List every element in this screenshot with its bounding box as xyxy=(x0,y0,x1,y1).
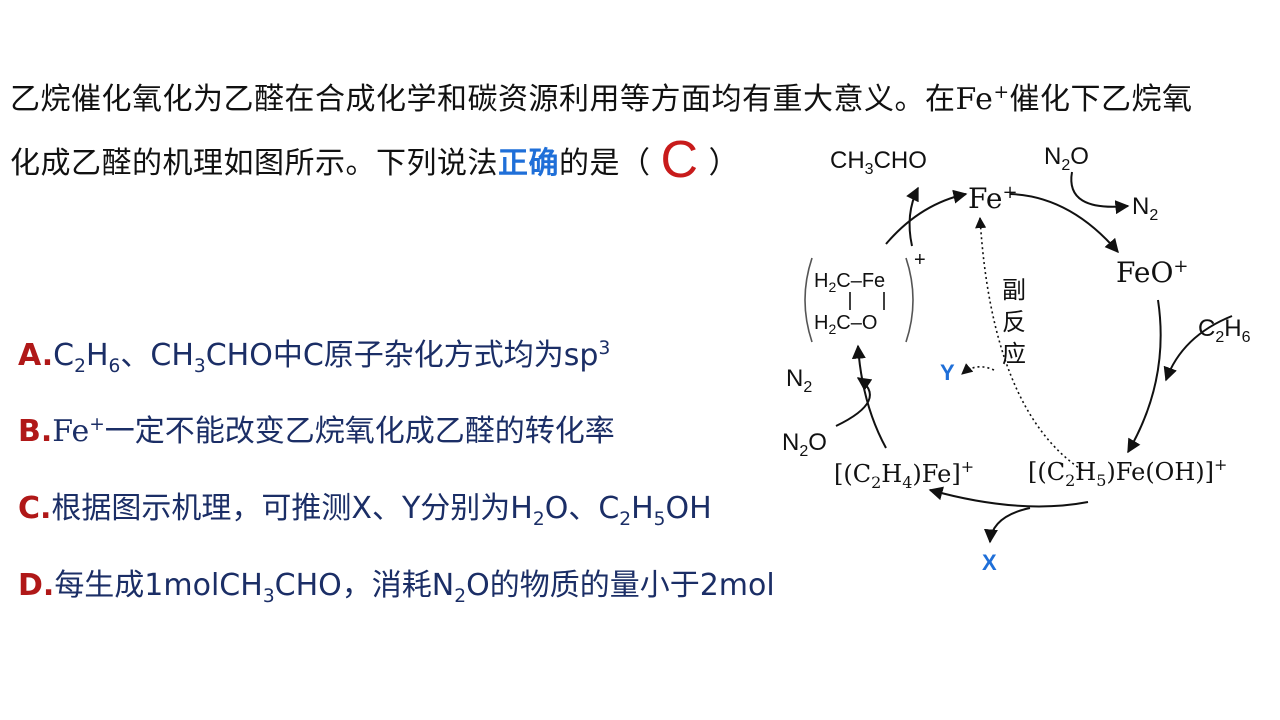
option-label: D. xyxy=(18,568,55,603)
option-label: C. xyxy=(18,491,52,526)
superscript: + xyxy=(89,414,105,435)
bracket-right xyxy=(905,257,914,343)
option-text: O的物质的量小于2mol xyxy=(466,568,775,603)
option-text: H xyxy=(631,491,654,526)
c2h5feoh-label: [(C2H5)Fe(OH)]+ xyxy=(1028,455,1227,490)
side-reaction-char-1: 副 xyxy=(1002,276,1026,304)
n2-left-label: N2 xyxy=(786,365,812,396)
charge-superscript: + xyxy=(993,82,1010,103)
subscript: 3 xyxy=(193,356,206,377)
option-text: O、C xyxy=(544,491,620,526)
question-text: 的是（ xyxy=(559,146,651,181)
subscript: 2 xyxy=(532,509,545,530)
feo-plus-label: FeO+ xyxy=(1116,256,1189,289)
side-reaction-char-3: 应 xyxy=(1002,340,1026,368)
option-text: 一定不能改变乙烷氧化成乙醛的转化率 xyxy=(104,414,615,449)
subscript: 2 xyxy=(74,356,86,377)
option-text: CHO，消耗N xyxy=(274,568,455,603)
ch3cho-label: CH3CHO xyxy=(830,147,927,178)
x-label: X xyxy=(982,550,997,575)
question-text: ） xyxy=(708,146,740,181)
option-text: 根据图示机理，可推测X、Y分别为H xyxy=(51,491,533,526)
subscript: 5 xyxy=(653,509,666,530)
option-text: C xyxy=(53,338,75,373)
question-line-1: 乙烷催化氧化为乙醛在合成化学和碳资源利用等方面均有重大意义。在Fe+催化下乙烷氧 xyxy=(10,80,1193,120)
subscript: 6 xyxy=(108,356,121,377)
arrow-ring-to-fe xyxy=(885,189,968,245)
bracket-left xyxy=(804,257,813,343)
arrow-n2o-in-n2-out xyxy=(1070,171,1130,215)
option-text: 每生成1molCH xyxy=(54,568,263,603)
option-text: H xyxy=(85,338,109,373)
arrow-c2h6-in xyxy=(1163,315,1233,382)
ring-intermediate: H2C–Fe H2C–O + xyxy=(804,249,926,343)
n2-top-label: N2 xyxy=(1132,193,1158,224)
arrow-n2o-in-n2-out-left xyxy=(835,377,873,427)
side-reaction-char-2: 反 xyxy=(1002,308,1026,336)
arrow-ch3cho-out xyxy=(906,186,919,247)
option-text: CHO中C原子杂化方式均为sp xyxy=(205,338,599,373)
arrow-c2h5feoh-to-c2h4fe xyxy=(928,486,1089,508)
ring-top-row: H2C–Fe xyxy=(814,270,885,295)
question-line-2: 化成乙醛的机理如图所示。下列说法正确的是（ C ） xyxy=(10,131,740,189)
fe-plus-label: Fe+ xyxy=(968,182,1018,215)
answer-mark: C xyxy=(660,131,699,189)
question-text: 乙烷催化氧化为乙醛在合成化学和碳资源利用等方面均有重大意义。在 xyxy=(10,82,956,117)
option-label: B. xyxy=(18,414,53,449)
subscript: 2 xyxy=(454,586,467,607)
option-a[interactable]: A.C2H6、CH3CHO中C原子杂化方式均为sp3 xyxy=(18,336,610,376)
ring-charge: + xyxy=(914,249,926,271)
question-text: 催化下乙烷氧 xyxy=(1009,82,1193,117)
arrow-feo-to-c2h5feoh xyxy=(1127,299,1162,454)
fe-symbol: Fe xyxy=(52,414,90,449)
n2o-left-label: N2O xyxy=(782,429,827,460)
option-d[interactable]: D.每生成1molCH3CHO，消耗N2O的物质的量小于2mol xyxy=(18,566,775,606)
option-b[interactable]: B.Fe+一定不能改变乙烷氧化成乙醛的转化率 xyxy=(18,412,615,452)
emphasis-correct: 正确 xyxy=(498,146,559,181)
arrow-side-reaction xyxy=(975,216,1083,471)
mechanism-diagram: Fe+ N2O N2 FeO+ C2H6 [(C2H5)Fe(OH)]+ [(C… xyxy=(782,143,1251,575)
superscript: 3 xyxy=(598,338,611,359)
option-text: 、CH xyxy=(120,338,194,373)
option-label: A. xyxy=(18,338,54,373)
n2o-top-label: N2O xyxy=(1044,143,1089,174)
y-label: Y xyxy=(940,360,955,385)
arrow-side-to-y xyxy=(961,363,995,375)
option-text: OH xyxy=(665,491,712,526)
question-text: 化成乙醛的机理如图所示。下列说法 xyxy=(10,146,498,181)
fe-symbol: Fe xyxy=(955,82,994,117)
ring-bottom-row: H2C–O xyxy=(814,312,877,337)
option-c[interactable]: C.根据图示机理，可推测X、Y分别为H2O、C2H5OH xyxy=(18,489,712,529)
c2h6-label: C2H6 xyxy=(1198,315,1251,346)
arrow-c2h4fe-to-ring xyxy=(851,344,887,449)
subscript: 2 xyxy=(619,509,632,530)
fe-ion: Fe+ xyxy=(956,82,1010,117)
c2h4fe-label: [(C2H4)Fe]+ xyxy=(834,457,974,492)
arrow-x-out xyxy=(983,507,1031,544)
subscript: 3 xyxy=(262,586,275,607)
arrow-fe-to-feo xyxy=(1009,193,1119,254)
